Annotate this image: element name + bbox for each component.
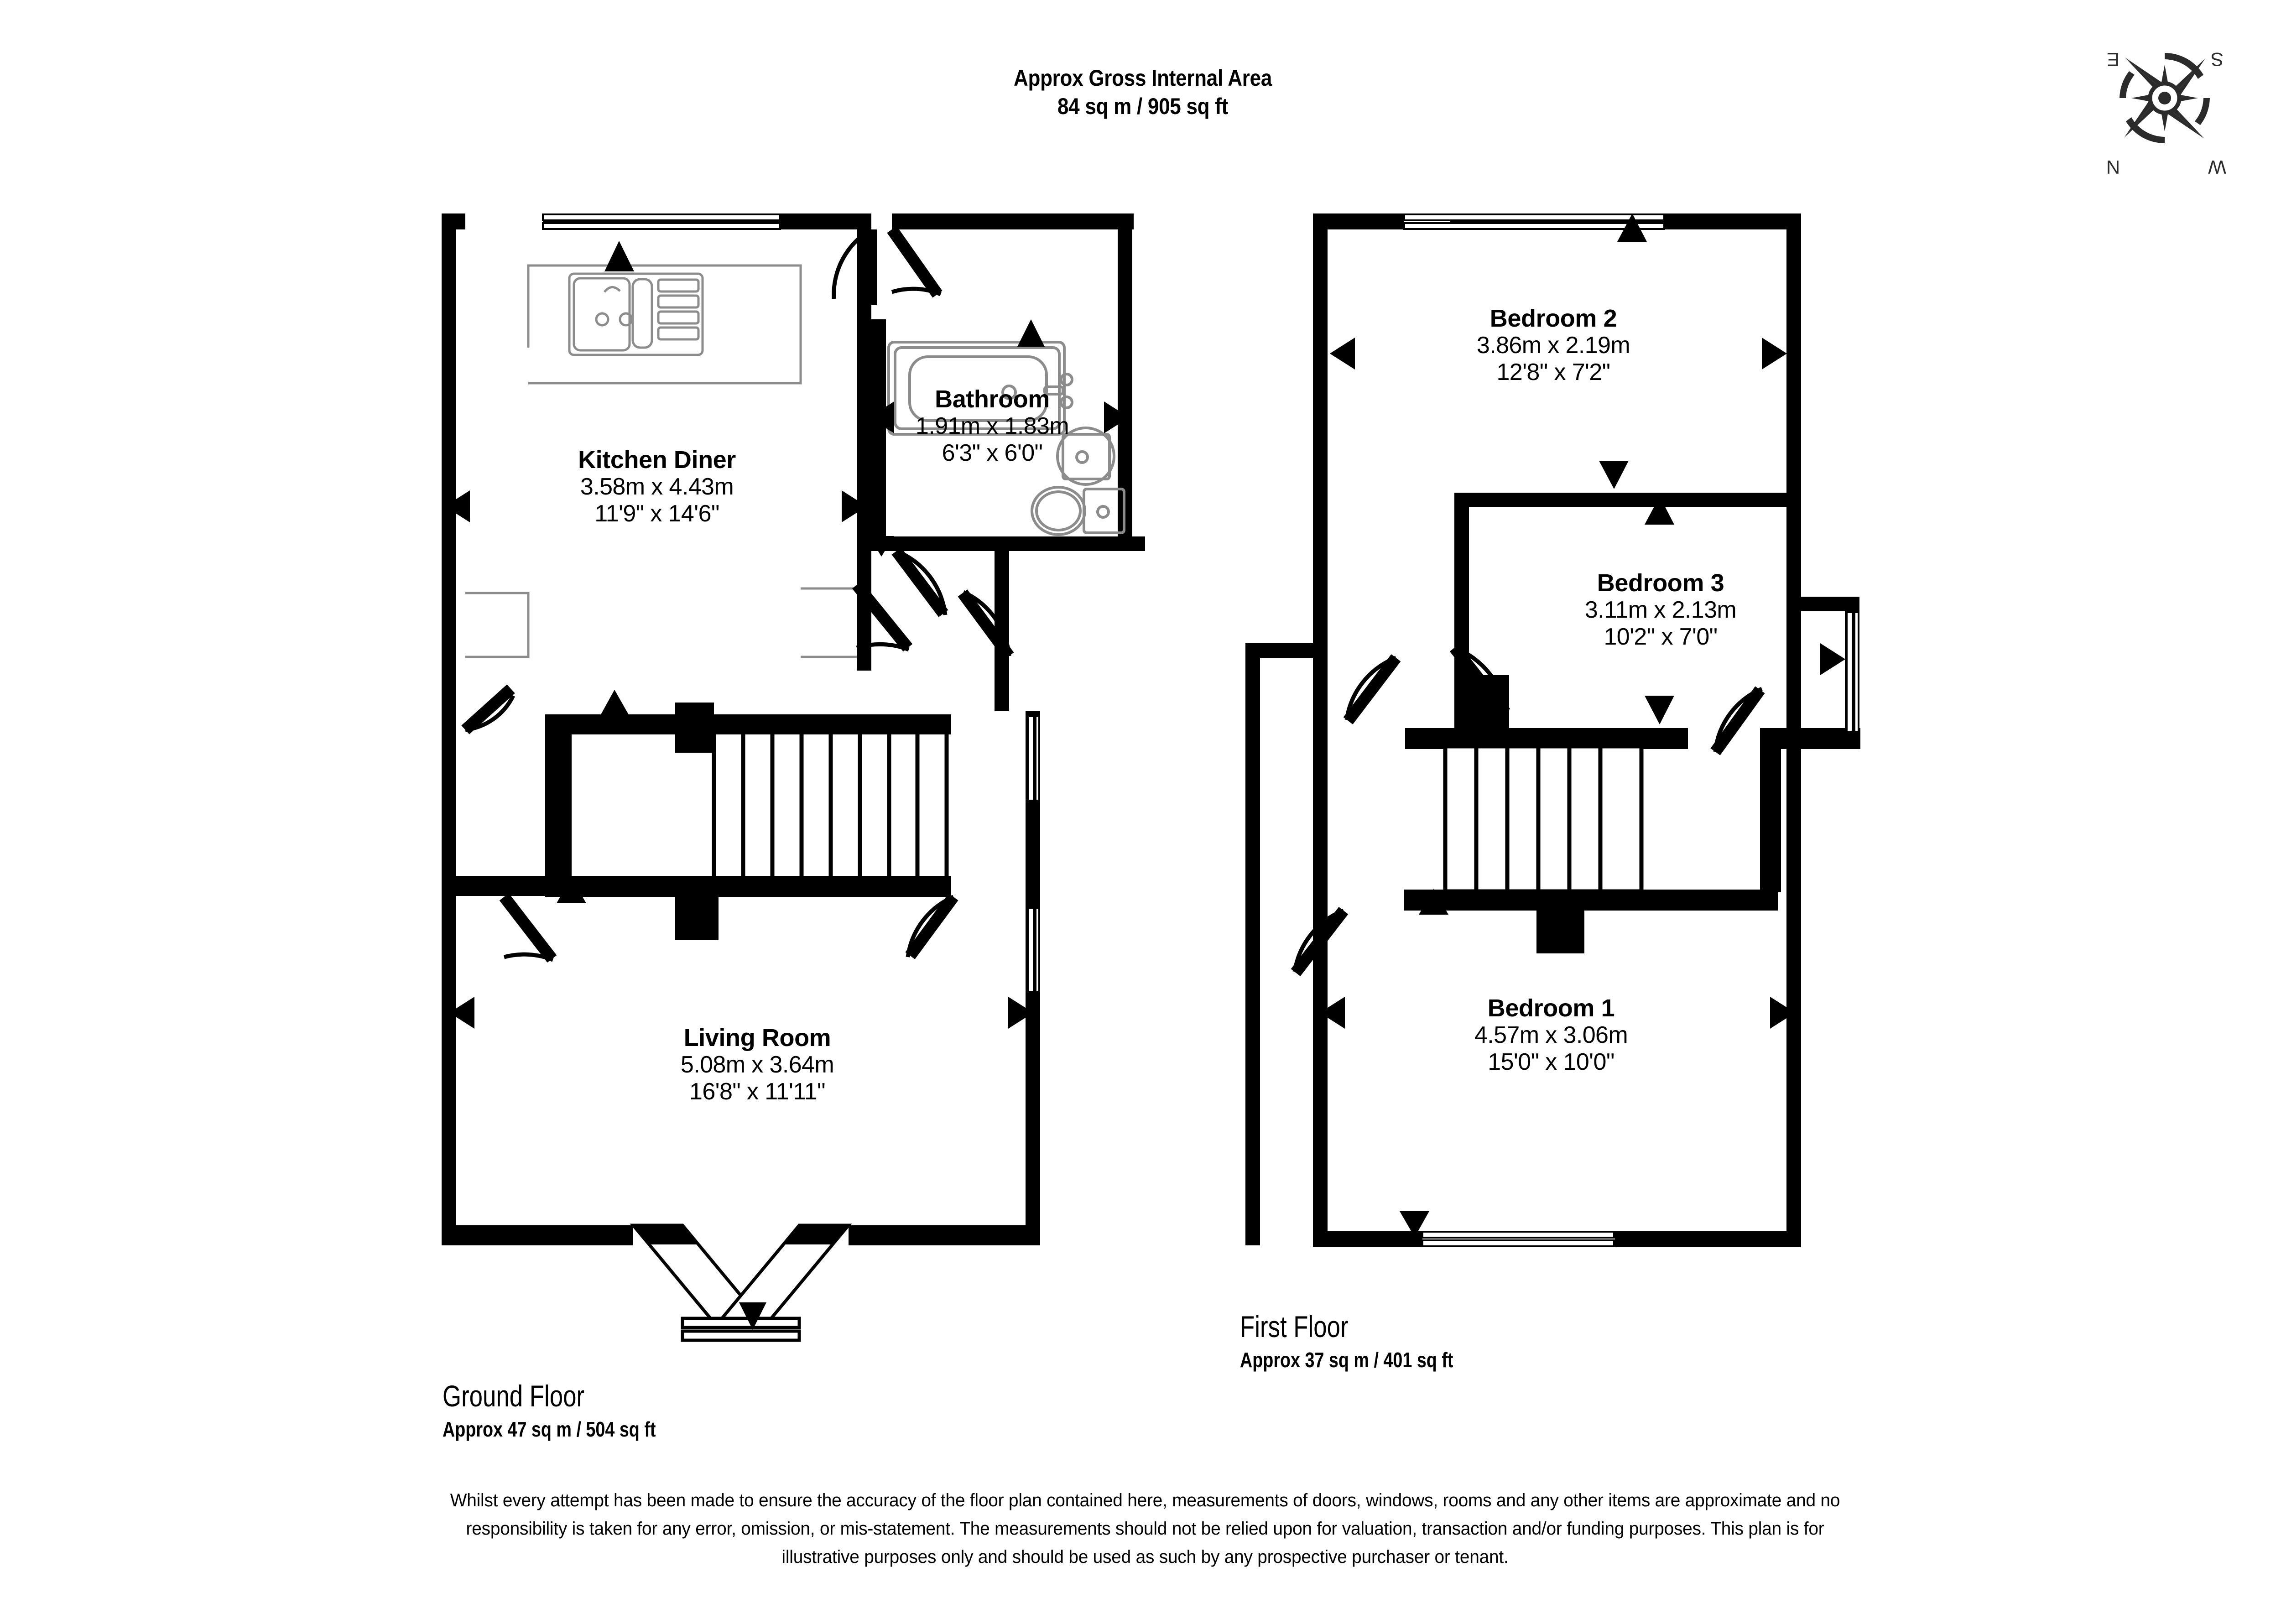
floor-title: Ground Floor [443,1379,585,1413]
room-dimension-metric: 5.08m x 3.64m [680,1051,834,1078]
room-dimension-imperial: 6'3" x 6'0" [942,440,1043,466]
dimension-arrow-icon [445,241,1129,1330]
window-icon [1403,213,1859,1247]
room-label-bedroom-3: Bedroom 3 3.11m x 2.13m 10'2" x 7'0" [1505,569,1816,651]
room-label-kitchen-diner: Kitchen Diner 3.58m x 4.43m 11'9" x 14'6… [502,446,812,527]
room-dimension-metric: 3.58m x 4.43m [580,474,734,500]
door-icon [461,226,1014,963]
room-name: Kitchen Diner [578,446,736,474]
disclaimer-text: Whilst every attempt has been made to en… [450,1490,1840,1567]
room-dimension-metric: 3.11m x 2.13m [1584,597,1737,623]
compass-label-w: W [2208,156,2226,178]
compass-label-s: S [2211,49,2224,70]
staircase-icon [712,714,951,897]
header-line-1: Approx Gross Internal Area [1013,65,1272,91]
room-label-bedroom-1: Bedroom 1 4.57m x 3.06m 15'0" x 10'0" [1396,994,1706,1076]
floor-area: Approx 37 sq m / 401 sq ft [1240,1348,1453,1372]
staircase-icon [1443,744,1644,894]
sink-icon [568,272,704,356]
bathroom-fixtures [887,341,1125,536]
gross-internal-area-header: Approx Gross Internal Area 84 sq m / 905… [0,64,2281,120]
room-dimension-imperial: 11'9" x 14'6" [594,500,719,527]
room-label-bathroom: Bathroom 1.91m x 1.83m 6'3" x 6'0" [862,385,1122,467]
room-name: Bedroom 2 [1489,305,1617,332]
room-dimension-imperial: 15'0" x 10'0" [1488,1049,1614,1075]
ground-floor-caption: Ground Floor Approx 47 sq m / 504 sq ft [443,1379,703,1442]
first-floor-caption: First Floor Approx 37 sq m / 401 sq ft [1240,1309,1500,1373]
compass-rose-icon: E S N W [2080,14,2249,182]
room-name: Bathroom [935,385,1050,413]
bay-window-icon [630,1223,852,1342]
compass-label-e: E [2107,49,2120,70]
floor-title: First Floor [1240,1310,1349,1343]
room-name: Bedroom 3 [1597,569,1724,597]
dimension-arrow-icon [1320,213,1845,1237]
floor-area: Approx 47 sq m / 504 sq ft [443,1417,656,1441]
room-dimension-metric: 1.91m x 1.83m [915,413,1069,439]
room-dimension-metric: 4.57m x 3.06m [1474,1022,1628,1048]
header-line-2: 84 sq m / 905 sq ft [1057,94,1229,119]
bathtub-icon [887,341,1066,436]
room-dimension-imperial: 16'8" x 11'11" [689,1078,826,1105]
room-dimension-metric: 3.86m x 2.19m [1476,332,1630,359]
compass-label-n: N [2106,156,2120,178]
room-dimension-imperial: 10'2" x 7'0" [1604,624,1718,650]
room-label-bedroom-2: Bedroom 2 3.86m x 2.19m 12'8" x 7'2" [1398,305,1708,386]
first-floor-plan [1245,213,1860,1247]
toilet-icon [1031,486,1125,536]
room-name: Bedroom 1 [1487,994,1615,1022]
room-dimension-imperial: 12'8" x 7'2" [1496,359,1610,385]
basin-icon [1056,427,1115,486]
door-icon [1291,644,1765,976]
room-label-living-room: Living Room 5.08m x 3.64m 16'8" x 11'11" [602,1024,912,1105]
room-name: Living Room [683,1024,831,1051]
ground-floor-plan [442,213,1145,1342]
window-icon [542,213,1040,993]
